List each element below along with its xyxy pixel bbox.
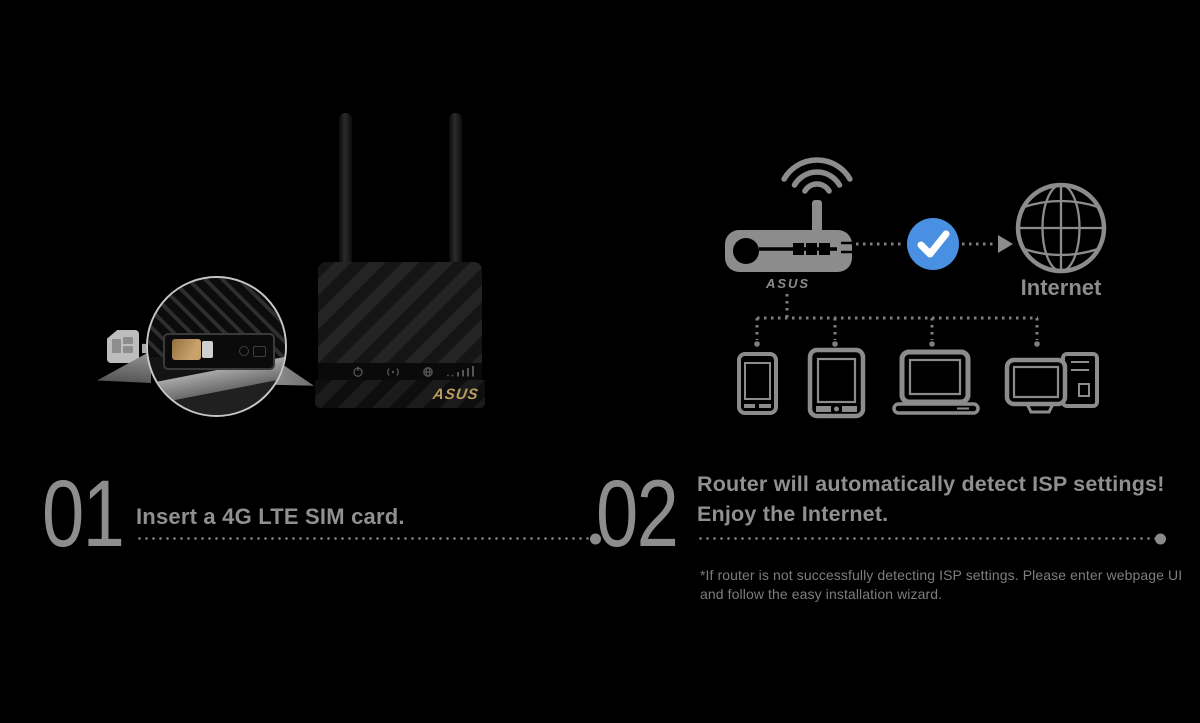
slot-screw	[239, 346, 249, 356]
desktop-icon	[1004, 352, 1099, 414]
router-antenna-left	[339, 113, 352, 265]
step2-title: Router will automatically detect ISP set…	[697, 469, 1165, 529]
asus-logo: ASUS	[432, 386, 481, 403]
wan-led-icon	[423, 367, 433, 377]
sim-slot	[163, 333, 275, 370]
router-icon	[725, 157, 853, 272]
sim-contact-pad	[123, 346, 133, 353]
internet-label: Internet	[1021, 275, 1102, 300]
sim-clip	[202, 341, 213, 358]
step1-number: 01	[42, 461, 125, 567]
laptop-icon	[892, 349, 980, 415]
step2-number: 02	[596, 461, 679, 567]
step2-leader-line	[697, 533, 1166, 544]
check-badge-icon	[907, 218, 959, 270]
router-photo-base: ASUS	[315, 380, 485, 408]
step2-title-line2: Enjoy the Internet.	[697, 502, 889, 526]
check-icon	[917, 230, 950, 258]
leader-end-dot	[590, 533, 601, 544]
magnifier-callout	[146, 276, 287, 417]
sim-contact-pad	[112, 339, 121, 353]
sim-card-in-slot	[172, 339, 201, 360]
wifi-led-icon	[387, 368, 399, 376]
slot-latch	[253, 346, 266, 357]
leader-end-dot	[1155, 533, 1166, 544]
client-devices	[737, 347, 1099, 419]
wifi-signal-icon	[781, 157, 853, 194]
connector-end-dots	[754, 341, 1040, 347]
dotted-connectors	[755, 242, 1039, 340]
network-diagram: ASUS In	[725, 157, 1107, 419]
power-led-icon	[353, 366, 363, 377]
step2-title-line1: Router will automatically detect ISP set…	[697, 472, 1165, 496]
router-photo-front	[318, 363, 482, 380]
step1-title: Insert a 4G LTE SIM card.	[136, 504, 405, 529]
tablet-icon	[807, 347, 866, 419]
step2-footnote: *If router is not successfully detecting…	[700, 566, 1182, 604]
sim-card-icon	[107, 330, 139, 363]
step1-leader-line	[136, 533, 601, 544]
asus-logo-diagram: ASUS	[765, 276, 810, 291]
globe-icon	[1015, 182, 1107, 274]
led-indicators	[353, 366, 474, 377]
router-antenna-right	[449, 113, 462, 265]
signal-led-icon	[447, 366, 474, 377]
router-photo-body	[318, 262, 482, 363]
footnote-line1: *If router is not successfully detecting…	[700, 567, 1183, 583]
footnote-line2: and follow the easy installation wizard.	[700, 586, 943, 602]
sim-contact-pad	[123, 337, 133, 344]
smartphone-icon	[737, 352, 778, 415]
arrowhead-icon	[998, 235, 1013, 253]
